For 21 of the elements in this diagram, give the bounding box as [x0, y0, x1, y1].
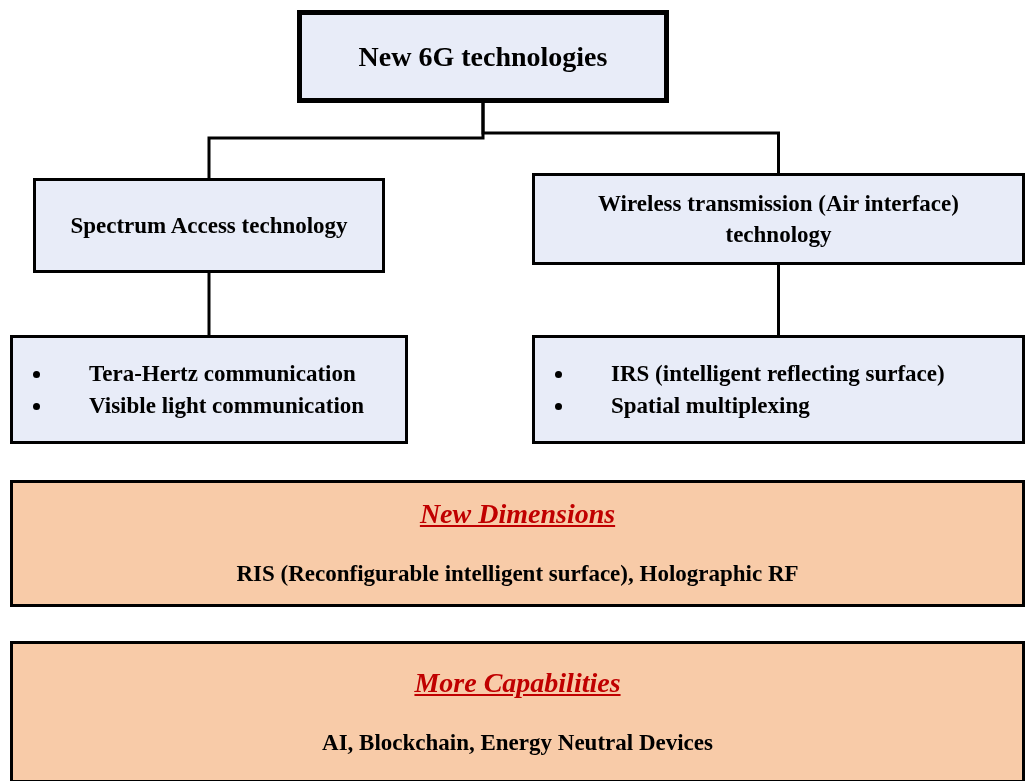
category-box [532, 173, 1025, 265]
root-box [297, 10, 669, 103]
list-box [10, 335, 408, 444]
bullet-item: Visible light communication [33, 389, 365, 422]
connector-line [777, 265, 780, 335]
box-label: Spectrum Access technology [69, 212, 349, 240]
section-heading: More Capabilities [414, 666, 621, 699]
section-band [10, 480, 1025, 607]
category-box [33, 178, 385, 273]
box-label: Wireless transmission (Air interface) technology [597, 190, 960, 249]
box-label: RIS (Reconfigurable intelligent surface), Holographic RF [236, 560, 799, 588]
connector-line [207, 273, 211, 335]
list-box [532, 335, 1025, 444]
section-band [10, 641, 1025, 781]
bullet-item: IRS (intelligent reflecting surface) [555, 357, 945, 390]
section-heading: New Dimensions [419, 498, 616, 530]
connector-line [481, 103, 780, 173]
box-label: New 6G technologies [357, 41, 609, 72]
bullet-item: Spatial multiplexing [555, 389, 945, 422]
box-label: AI, Blockchain, Energy Neutral Devices [322, 728, 713, 757]
bullet-item: Tera-Hertz communication [33, 357, 365, 390]
